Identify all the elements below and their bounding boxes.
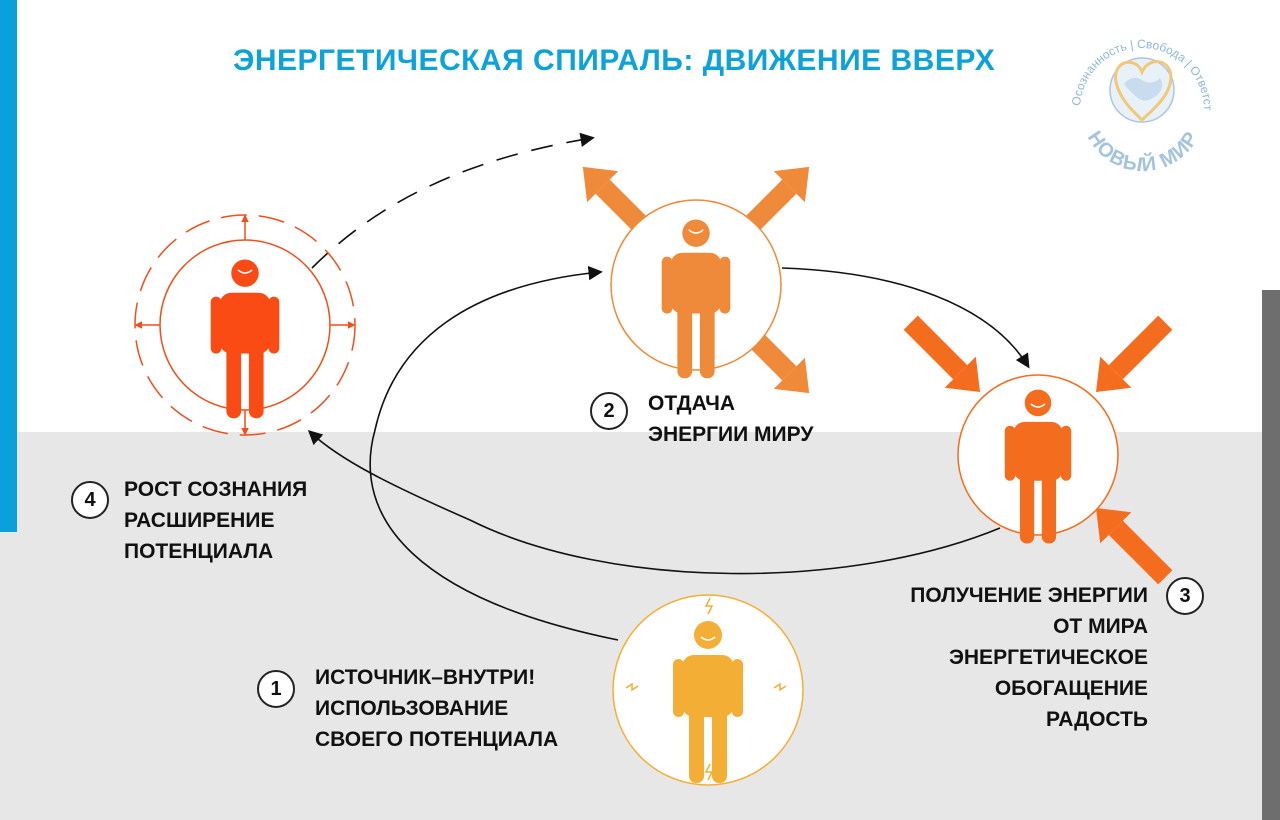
stage-2-line-2: ЭНЕРГИИ МИРУ <box>648 423 814 446</box>
stage-3-label: ПОЛУЧЕНИЕ ЭНЕРГИИ ОТ МИРА ЭНЕРГЕТИЧЕСКОЕ… <box>910 580 1148 735</box>
logo-arc-text: Осознанность | Свобода | Ответственность <box>0 0 1215 111</box>
logo-brand: НОВЫЙ МИР <box>1083 127 1203 176</box>
left-accent-bar <box>0 0 17 532</box>
stage-4-line-2: РАСШИРЕНИЕ <box>124 509 275 532</box>
inward-arrows <box>903 315 1173 585</box>
stage-2-number: 2 <box>590 392 628 430</box>
stage-3-line-3: ЭНЕРГЕТИЧЕСКОЕ <box>948 646 1148 669</box>
stage-3-line-5: РАДОСТЬ <box>1046 708 1148 731</box>
stage-3-line-2: ОТ МИРА <box>1053 615 1148 638</box>
arrow-1-to-2 <box>369 265 619 641</box>
stage-4-label: РОСТ СОЗНАНИЯ РАСШИРЕНИЕ ПОТЕНЦИАЛА <box>124 474 307 567</box>
stage-2-node <box>582 166 810 394</box>
stage-3-line-4: ОБОГАЩЕНИЕ <box>994 677 1148 700</box>
stage-1-line-3: СВОЕГО ПОТЕНЦИАЛА <box>315 728 559 751</box>
cycle-arrows <box>307 132 1030 641</box>
stage-4-line-1: РОСТ СОЗНАНИЯ <box>124 478 308 501</box>
stage-1-line-2: ИСПОЛЬЗОВАНИЕ <box>315 697 509 720</box>
right-accent-bar <box>1262 290 1280 820</box>
page-title: ЭНЕРГЕТИЧЕСКАЯ СПИРАЛЬ: ДВИЖЕНИЕ ВВЕРХ <box>233 44 996 77</box>
stage-2-line-1: ОТДАЧА <box>648 392 736 415</box>
stage-3-line-1: ПОЛУЧЕНИЕ ЭНЕРГИИ <box>910 584 1148 607</box>
stage-3-number: 3 <box>1166 577 1204 615</box>
stage-1-label: ИСТОЧНИК–ВНУТРИ! ИСПОЛЬЗОВАНИЕ СВОЕГО ПО… <box>315 662 558 755</box>
arrow-2-to-3 <box>781 267 1030 369</box>
stage-4-number: 4 <box>71 481 109 519</box>
stage-1-node <box>612 594 804 786</box>
spark-icons <box>625 597 787 781</box>
stage-1-number: 1 <box>257 670 295 708</box>
stage-2-label: ОТДАЧА ЭНЕРГИИ МИРУ <box>648 388 813 450</box>
logo: Осознанность | Свобода | Ответственность… <box>0 0 1215 177</box>
stage-1-line-1: ИСТОЧНИК–ВНУТРИ! <box>315 666 536 689</box>
stage-4-node <box>134 214 356 436</box>
stage-3-node <box>903 315 1173 585</box>
arrow-4-upward-dashed <box>311 132 595 269</box>
stage-4-line-3: ПОТЕНЦИАЛА <box>124 540 274 563</box>
heart-globe-icon <box>1109 57 1175 123</box>
arrow-3-to-4 <box>307 430 1001 575</box>
